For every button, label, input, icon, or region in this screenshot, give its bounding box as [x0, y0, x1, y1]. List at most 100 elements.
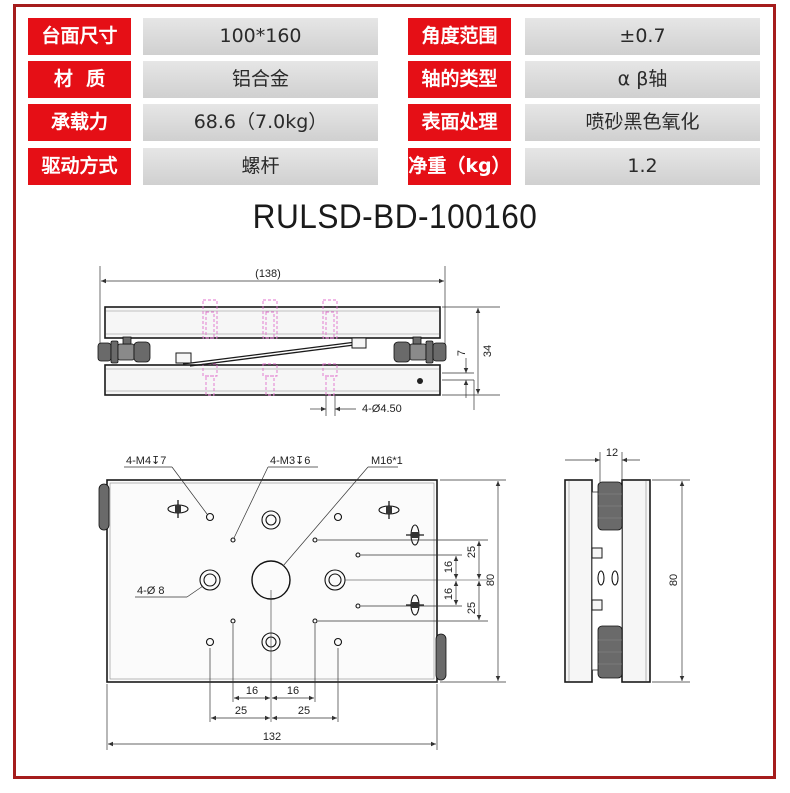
m4-callout: 4-M4↧7 — [124, 455, 208, 515]
side-height-dimension: 34 — [442, 306, 500, 396]
screw-block — [175, 352, 192, 364]
spec-value-angle-range: ±0.7 — [525, 18, 760, 55]
end-small-block — [591, 599, 603, 611]
hidden-hole — [325, 311, 335, 339]
clip-body — [386, 506, 392, 514]
spec-value-table-size: 100*160 — [143, 18, 378, 55]
spec-label-net-weight: 净重（kg） — [408, 148, 511, 185]
side-step-label: 7 — [456, 350, 468, 356]
top-plate — [106, 479, 438, 683]
m3-callout: 4-M3↧6 — [233, 455, 318, 539]
counterbore-label: 4-Ø 8 — [137, 585, 165, 597]
top-width-dimension: 80 — [440, 479, 506, 683]
side-view: (138) — [97, 266, 500, 416]
page-frame — [13, 4, 776, 779]
hidden-hole — [322, 363, 338, 377]
spec-label-surface-finish: 表面处理 — [408, 104, 511, 141]
m4-hole — [205, 637, 215, 647]
spec-value-material: 铝合金 — [143, 61, 378, 98]
end-thickness-label: 12 — [606, 447, 618, 459]
side-step-dimension: 7 — [442, 350, 475, 410]
pitch-inner-label: 16 — [287, 685, 299, 697]
knob-post — [122, 336, 132, 345]
pitch-outer-label: 25 — [466, 546, 478, 558]
spec-label-table-size: 台面尺寸 — [28, 18, 131, 55]
counterbore-inner — [203, 573, 217, 587]
knob-segment — [409, 343, 427, 361]
spec-value-drive-method: 螺杆 — [143, 148, 378, 185]
hidden-hole — [262, 363, 278, 377]
m3-hole — [355, 603, 361, 609]
spec-label-drive-method: 驱动方式 — [28, 148, 131, 185]
m4-thread-label: 4-M4↧7 — [126, 455, 166, 467]
leader-line — [282, 466, 369, 567]
end-small-block — [591, 547, 603, 559]
counterbore-holes — [199, 510, 346, 652]
m3-hole — [312, 618, 318, 624]
center-thread-callout: M16*1 — [282, 455, 403, 567]
left-micrometer-knob — [97, 336, 151, 364]
end-lower-plate — [564, 479, 593, 683]
end-slot — [611, 570, 619, 586]
spec-value-surface-finish: 喷砂黑色氧化 — [525, 104, 760, 141]
pitch-inner-label: 16 — [246, 685, 258, 697]
counterbore-inner — [328, 573, 342, 587]
counterbore-outer — [199, 569, 221, 591]
counterbore-outer — [261, 510, 281, 530]
m3-hole — [355, 552, 361, 558]
lower-plate — [104, 364, 441, 396]
side-height-label: 34 — [482, 345, 494, 357]
hidden-hole — [325, 375, 335, 396]
pitch-inner-label: 16 — [443, 588, 455, 600]
m3-hole — [312, 537, 318, 543]
spring-clips — [167, 500, 424, 616]
clip-body — [411, 602, 419, 608]
knob-segment — [432, 342, 447, 362]
clip-body — [175, 505, 181, 513]
knob-segment — [110, 340, 119, 364]
hidden-hole — [205, 375, 215, 396]
end-view: 12 80 — [564, 447, 690, 683]
lead-screw — [189, 343, 363, 367]
pitch-outer-label: 25 — [466, 602, 478, 614]
hole-diameter-label: 4-Ø4.50 — [362, 403, 402, 415]
leader-line — [171, 466, 208, 515]
spec-value-net-weight: 1.2 — [525, 148, 760, 185]
vertical-pitch-dimensions: 16 16 25 25 — [318, 539, 488, 622]
side-length-label: (138) — [255, 268, 281, 280]
clip-body — [411, 532, 419, 538]
top-plate-edge — [109, 482, 435, 680]
m3-thread-label: 4-M3↧6 — [270, 455, 310, 467]
m3-hole — [230, 618, 236, 624]
right-knob-outline — [435, 633, 447, 681]
spec-label-material: 材 质 — [28, 61, 131, 98]
left-knob-outline — [98, 483, 110, 531]
horizontal-pitch-dimensions: 16 16 25 25 — [209, 624, 339, 722]
leader-line — [186, 585, 204, 598]
pitch-outer-label: 25 — [235, 705, 247, 717]
top-width-label: 80 — [485, 574, 497, 586]
top-length-label: 132 — [263, 731, 281, 743]
counterbore-inner — [265, 514, 277, 526]
top-view: 4-M4↧7 4-M3↧6 M16*1 4-Ø 8 — [98, 455, 506, 750]
knob-segment — [133, 341, 151, 363]
m4-holes — [205, 512, 343, 647]
knob-post — [412, 336, 422, 345]
end-thickness-dimension: 12 — [565, 447, 640, 482]
spec-label-angle-range: 角度范围 — [408, 18, 511, 55]
leader-line — [233, 466, 269, 539]
spec-label-axis-type: 轴的类型 — [408, 61, 511, 98]
end-slot — [597, 570, 605, 586]
end-width-label: 80 — [668, 574, 680, 586]
side-screw-hole — [417, 378, 423, 384]
end-upper-plate — [621, 479, 651, 683]
knob-segment — [97, 342, 112, 362]
m3-hole — [230, 537, 236, 543]
spec-value-load-capacity: 68.6（7.0kg） — [143, 104, 378, 141]
knob-segment — [117, 343, 135, 361]
m4-hole — [333, 512, 343, 522]
pitch-inner-label: 16 — [443, 561, 455, 573]
knob-segment — [393, 341, 411, 363]
top-length-dimension: 132 — [106, 684, 438, 750]
m4-hole — [205, 512, 215, 522]
